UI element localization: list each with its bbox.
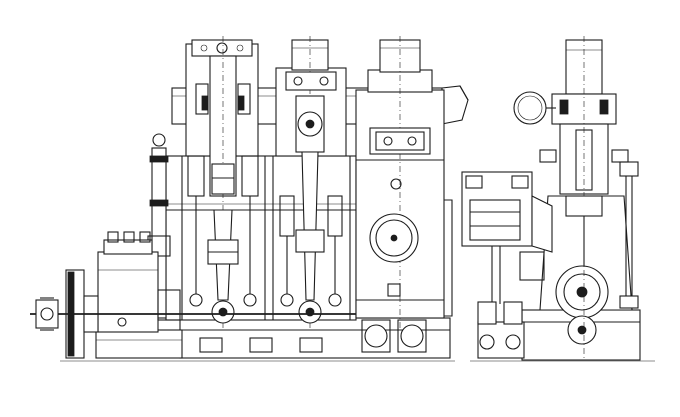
end-crankcase	[539, 195, 633, 345]
shaft-coupling	[30, 297, 186, 331]
lifting-ring	[513, 91, 556, 125]
pump-housing	[97, 231, 181, 333]
end-crosshead	[539, 149, 629, 266]
end-cylinder	[551, 36, 617, 360]
end-elevation	[461, 36, 655, 362]
cylinder-3	[355, 36, 453, 353]
end-side-rod	[619, 161, 639, 309]
end-valve-rods	[477, 246, 523, 350]
side-elevation	[30, 36, 469, 362]
cylinder-2	[275, 36, 347, 330]
end-eccentric	[461, 171, 553, 281]
bedplate	[95, 317, 451, 359]
cylinder-1	[185, 36, 259, 330]
end-base	[477, 309, 641, 361]
